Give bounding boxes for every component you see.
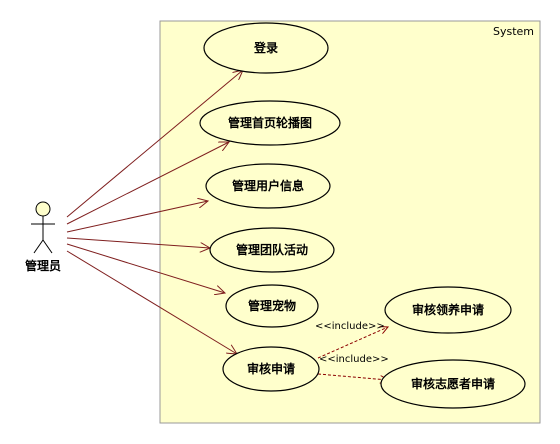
- association-users: [66, 201, 208, 233]
- use-case-team-activities-label: 管理团队活动: [236, 242, 308, 257]
- use-case-review[interactable]: [222, 346, 320, 392]
- use-case-volunteer-review-label: 审核志愿者申请: [411, 376, 495, 391]
- use-case-login-label: 登录: [253, 40, 278, 55]
- use-case-pets[interactable]: [225, 284, 319, 328]
- include-adoption-line: [317, 327, 388, 359]
- use-case-review-label: 审核申请: [247, 361, 295, 376]
- actor-left-leg: [33, 239, 44, 254]
- association-pets: [66, 243, 225, 293]
- use-case-carousel-label: 管理首页轮播图: [228, 115, 312, 130]
- actor-right-leg: [42, 239, 53, 254]
- include-volunteer-line: [317, 373, 388, 380]
- include-adoption-label: <<include>>: [315, 321, 385, 332]
- actor-head: [35, 201, 51, 217]
- use-case-pets-label: 管理宠物: [248, 298, 296, 313]
- use-case-volunteer-review[interactable]: [380, 359, 526, 409]
- actor-icon[interactable]: [31, 201, 55, 254]
- association-review: [66, 250, 237, 354]
- use-case-adoption-review[interactable]: [384, 286, 512, 334]
- use-case-users-label: 管理用户信息: [232, 178, 304, 193]
- use-case-carousel[interactable]: [199, 100, 341, 146]
- include-volunteer-label: <<include>>: [319, 354, 389, 365]
- association-team-activities: [66, 237, 210, 248]
- actor-label: 管理员: [25, 258, 61, 273]
- association-carousel: [66, 142, 229, 225]
- use-case-adoption-review-label: 审核领养申请: [412, 302, 484, 317]
- use-case-team-activities[interactable]: [209, 227, 335, 273]
- system-boundary: [159, 20, 541, 424]
- system-boundary-label: System: [493, 25, 534, 38]
- use-case-users[interactable]: [205, 163, 331, 209]
- use-case-login[interactable]: [203, 22, 329, 74]
- association-login: [66, 70, 243, 218]
